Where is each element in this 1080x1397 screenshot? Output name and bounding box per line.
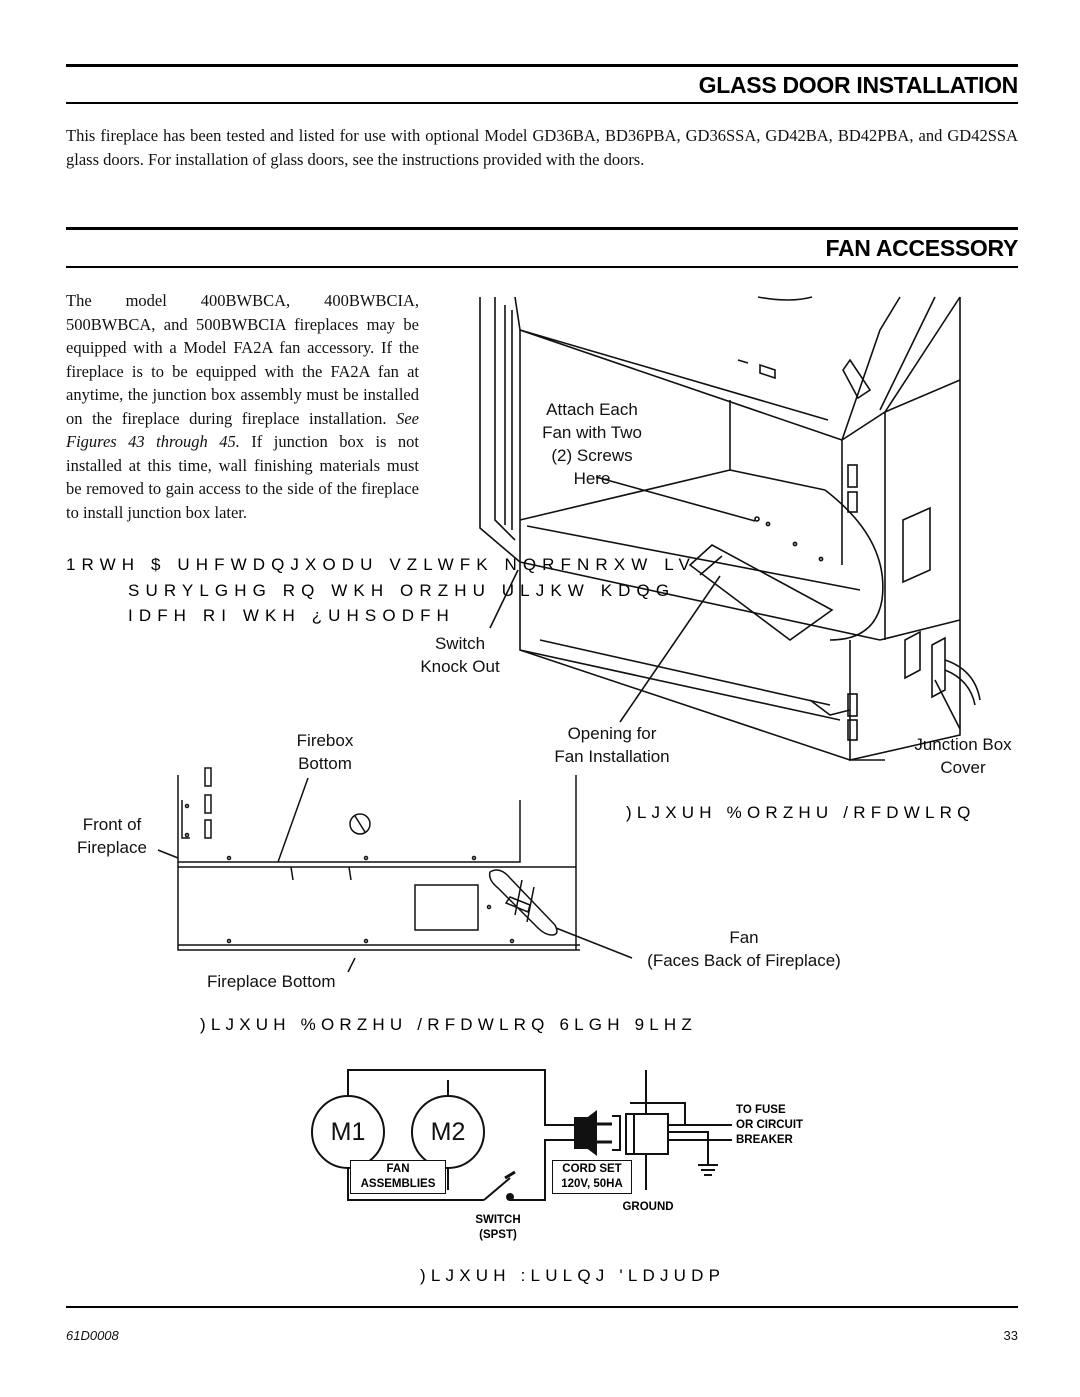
- front-of-fireplace-label: Front of Fireplace: [62, 813, 162, 859]
- figure44-caption: )LJXUH %ORZHU /RFDWLRQ 6LGH 9LHZ: [200, 1015, 697, 1034]
- switch-spst-line-2: (SPST): [479, 1229, 517, 1241]
- fan-assemblies-line-1: FAN: [386, 1163, 410, 1175]
- attach-fan-label: Attach Each Fan with Two (2) Screws Here: [522, 398, 662, 490]
- note-line-1: 1RWH $ UHFWDQJXODU VZLWFK NQRFNRXW LV: [66, 555, 696, 574]
- fan-label: Fan (Faces Back of Fireplace): [622, 926, 866, 972]
- fireplace-bottom-label: Fireplace Bottom: [207, 972, 336, 991]
- fan-assemblies-label: FAN ASSEMBLIES: [350, 1160, 446, 1194]
- junction-line-2: Cover: [940, 758, 986, 777]
- firebox-line-1: Firebox: [296, 731, 354, 750]
- note-line-3: IDFH RI WKH ¿UHSODFH: [128, 606, 455, 625]
- section-rule-top: [66, 64, 1018, 67]
- fan-accessory-paragraph: The model 400BWBCA, 400BWBCIA, 500BWBCA,…: [66, 289, 419, 524]
- opening-line-2: Fan Installation: [554, 747, 670, 766]
- fuse-line-2: OR CIRCUIT: [736, 1119, 804, 1131]
- fan-accessory-title: FAN ACCESSORY: [825, 235, 1019, 261]
- paragraph-rest: If junction box is not installed at this…: [66, 432, 419, 522]
- cord-set-line-1: CORD SET: [562, 1163, 622, 1175]
- fan-line-2: (Faces Back of Fireplace): [647, 951, 841, 970]
- junction-box-label: Junction Box Cover: [898, 733, 1028, 779]
- switch-spst-label: SWITCH (SPST): [463, 1213, 533, 1243]
- switch-line-1: Switch: [434, 634, 486, 653]
- attach-line-3: (2) Screws: [551, 446, 633, 465]
- fuse-line-1: TO FUSE: [736, 1104, 786, 1116]
- front-line-1: Front of: [82, 815, 142, 834]
- motor-m2: M2: [430, 1118, 466, 1146]
- figure-reference: See Figures 43 through 45.: [66, 408, 420, 452]
- junction-line-1: Junction Box: [914, 735, 1012, 754]
- fan-opening-label: Opening for Fan Installation: [532, 722, 692, 768]
- footer-rule: [66, 1306, 1018, 1308]
- figure43-caption: )LJXUH %ORZHU /RFDWLRQ: [626, 803, 976, 822]
- attach-line-2: Fan with Two: [542, 423, 642, 442]
- section-rule-top: [66, 227, 1018, 230]
- ground-label: GROUND: [622, 1201, 674, 1213]
- switch-knockout-label: Switch Knock Out: [400, 632, 520, 678]
- fan-assemblies-line-2: ASSEMBLIES: [360, 1178, 436, 1190]
- firebox-line-2: Bottom: [298, 754, 352, 773]
- page-number: 33: [1003, 1328, 1018, 1343]
- attach-line-1: Attach Each: [546, 400, 638, 419]
- opening-line-1: Opening for: [567, 724, 657, 743]
- glass-door-paragraph: This fireplace has been tested and liste…: [66, 126, 1018, 169]
- section-rule-bottom: [66, 102, 1018, 104]
- document-id: 61D0008: [66, 1328, 119, 1343]
- motor-m1: M1: [330, 1118, 366, 1146]
- fuse-breaker-label: TO FUSE OR CIRCUIT BREAKER: [736, 1103, 803, 1148]
- figure45-caption: )LJXUH :LULQJ 'LDJUDP: [420, 1266, 726, 1285]
- attach-line-4: Here: [573, 469, 611, 488]
- glass-door-title: GLASS DOOR INSTALLATION: [698, 72, 1019, 98]
- front-line-2: Fireplace: [77, 838, 147, 857]
- switch-line-2: Knock Out: [420, 657, 500, 676]
- fan-line-1: Fan: [729, 928, 759, 947]
- paragraph-intro: The model 400BWBCA, 400BWBCIA, 500BWBCA,…: [66, 291, 419, 428]
- section-rule-bottom: [66, 266, 1018, 268]
- cord-set-label: CORD SET 120V, 50HA: [552, 1160, 632, 1194]
- switch-spst-line-1: SWITCH: [475, 1214, 521, 1226]
- fuse-line-3: BREAKER: [736, 1134, 793, 1146]
- note-line-2: SURYLGHG RQ WKH ORZHU ULJKW KDQG: [128, 581, 676, 600]
- firebox-bottom-label: Firebox Bottom: [270, 729, 380, 775]
- cord-set-line-2: 120V, 50HA: [561, 1178, 623, 1190]
